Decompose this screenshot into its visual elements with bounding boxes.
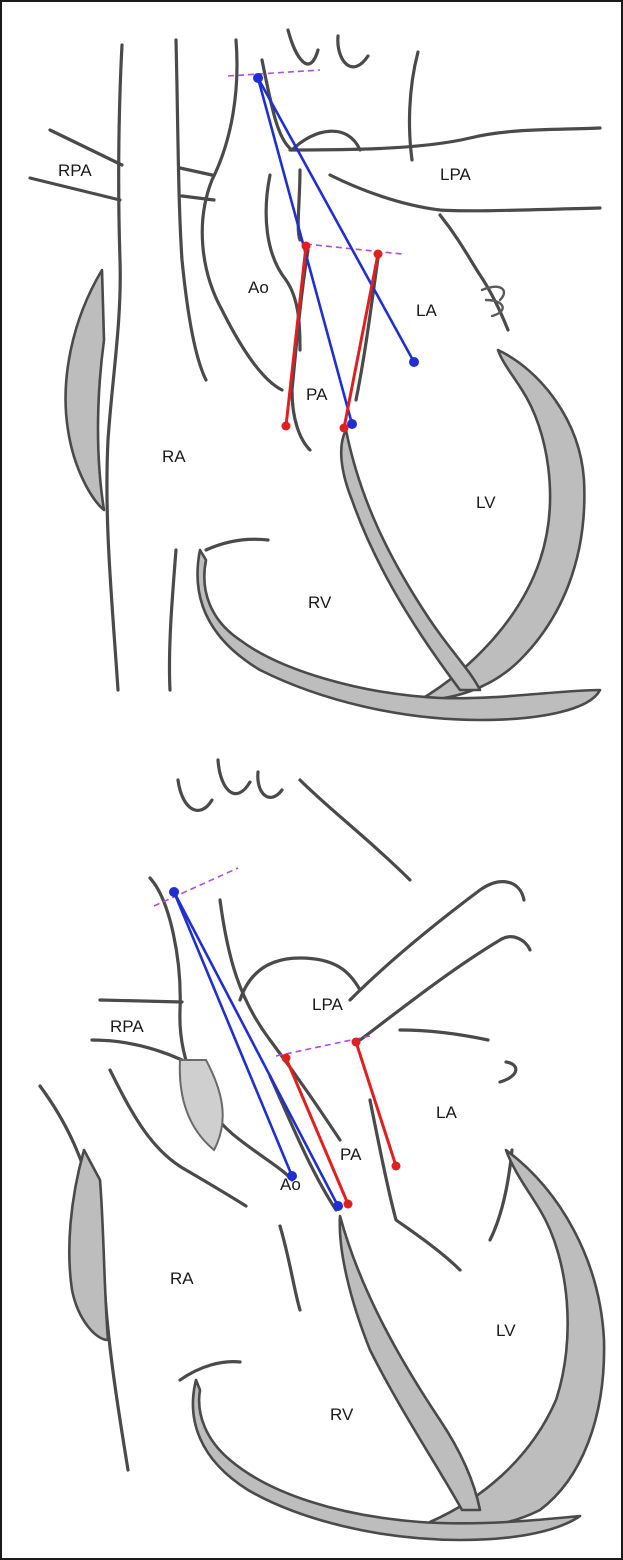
p2-red-dot-1 <box>282 1054 291 1063</box>
p2-septum <box>340 1216 480 1510</box>
p1-red-line-1 <box>286 246 306 426</box>
p1-label-pa: PA <box>306 385 328 404</box>
p2-rpa-upper <box>100 1000 182 1002</box>
p2-red-dot-3 <box>392 1162 401 1171</box>
p2-rv-inner <box>180 1362 240 1380</box>
p2-lpa-lower <box>360 937 530 1040</box>
p2-red-dot-2 <box>352 1038 361 1047</box>
ra-rv-line <box>169 550 176 690</box>
p2-red-line-2 <box>356 1042 396 1166</box>
aortic-arch <box>262 60 360 150</box>
p1-label-rv: RV <box>308 593 332 612</box>
p2-la-outline <box>490 1062 516 1240</box>
p2-red-dot-4 <box>344 1200 353 1209</box>
p2-arch-vessel-4 <box>300 780 410 880</box>
p1-red-dot-3 <box>282 422 291 431</box>
arch-vessel-2 <box>338 36 368 67</box>
p2-blue-dot-right <box>333 1201 343 1211</box>
septum <box>341 430 480 690</box>
p1-blue-dot-top <box>253 73 263 83</box>
rv-inner <box>206 539 268 550</box>
p2-lpa-side <box>400 1030 488 1040</box>
p2-blue-dot-top <box>169 887 179 897</box>
p1-label-ra: RA <box>162 447 186 466</box>
p2-label-rpa: RPA <box>110 1017 144 1036</box>
p1-label-la: LA <box>416 301 437 320</box>
rpa-upper <box>50 130 122 165</box>
p2-label-pa: PA <box>340 1145 362 1164</box>
p2-ra-wall <box>69 1150 108 1340</box>
arch-vessel-1 <box>288 30 318 64</box>
p2-arch <box>240 958 360 1000</box>
p2-arch-vessel-2 <box>218 760 250 794</box>
p1-red-line-2 <box>344 254 378 428</box>
p1-red-dot-4 <box>340 424 349 433</box>
p2-arch-vessel-3 <box>258 772 282 797</box>
p2-tricuspid-line <box>280 1226 300 1310</box>
p2-label-ra: RA <box>170 1269 194 1288</box>
p1-red-dot-1 <box>302 242 311 251</box>
p2-aorta-left-wall <box>220 900 340 1140</box>
p1-dash-top <box>228 70 320 76</box>
p2-blue-line-2 <box>174 892 338 1206</box>
p2-label-lpa: LPA <box>312 995 344 1014</box>
p2-aorta-shade <box>180 1060 223 1150</box>
p2-label-la: LA <box>436 1103 457 1122</box>
aorta-left-wall <box>266 175 300 350</box>
svc-left-wall <box>176 40 206 380</box>
p2-label-rv: RV <box>330 1405 354 1424</box>
p2-rpa-lower <box>92 1040 182 1060</box>
arch-vessel-3 <box>410 52 418 160</box>
p2-label-lv: LV <box>496 1321 516 1340</box>
p1-red-dot-2 <box>374 250 383 259</box>
p1-label-lpa: LPA <box>440 165 472 184</box>
p1-label-rpa: RPA <box>58 161 92 180</box>
p2-label-ao: Ao <box>280 1175 301 1194</box>
panel-2: RPA LPA LA PA Ao RA LV RV <box>40 760 604 1540</box>
p1-blue-line-2 <box>258 78 414 362</box>
pulmonary-veins <box>482 287 504 316</box>
p1-blue-dot-mid <box>409 357 419 367</box>
p2-ra-outline <box>110 1070 246 1206</box>
ra-wall <box>66 270 104 510</box>
p1-blue-dot-bottom <box>347 419 357 429</box>
p2-dash-top <box>154 868 238 906</box>
p1-label-lv: LV <box>476 493 496 512</box>
p2-arch-vessel-1 <box>178 780 212 810</box>
pa-right-wall <box>356 258 378 400</box>
panel-1: RPA LPA Ao LA PA RA LV RV <box>30 30 600 720</box>
p1-label-ao: Ao <box>248 278 269 297</box>
svc-right-wall <box>107 45 122 690</box>
rpa-lower <box>30 178 120 200</box>
